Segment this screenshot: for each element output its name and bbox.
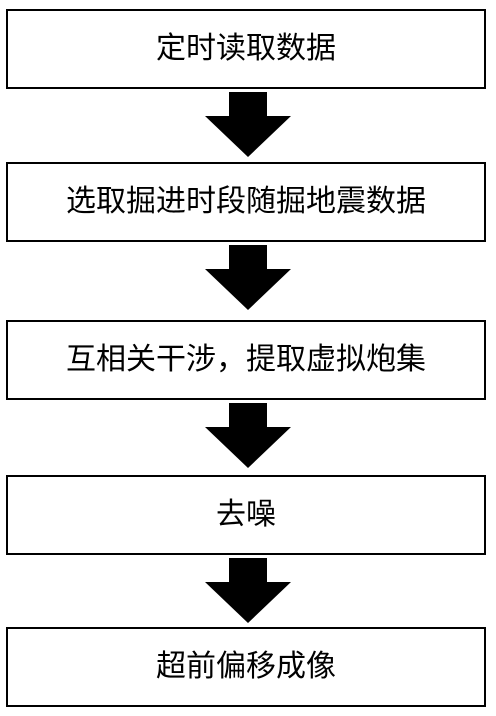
step-label-select-seismic-data: 选取掘进时段随掘地震数据: [66, 184, 426, 219]
step-box-cross-correlation: 互相关干涉，提取虚拟炮集: [6, 320, 486, 400]
down-arrow-4: [205, 558, 291, 623]
down-arrow-2: [205, 245, 291, 310]
step-label-read-data: 定时读取数据: [156, 31, 336, 66]
down-arrow-1: [205, 92, 291, 157]
down-arrow-3: [205, 403, 291, 468]
step-box-select-seismic-data: 选取掘进时段随掘地震数据: [6, 162, 486, 242]
step-label-cross-correlation: 互相关干涉，提取虚拟炮集: [66, 342, 426, 377]
step-box-denoise: 去噪: [6, 475, 486, 555]
step-label-migration-imaging: 超前偏移成像: [156, 649, 336, 684]
step-box-read-data: 定时读取数据: [6, 9, 486, 89]
step-label-denoise: 去噪: [216, 497, 276, 532]
step-box-migration-imaging: 超前偏移成像: [6, 627, 486, 707]
